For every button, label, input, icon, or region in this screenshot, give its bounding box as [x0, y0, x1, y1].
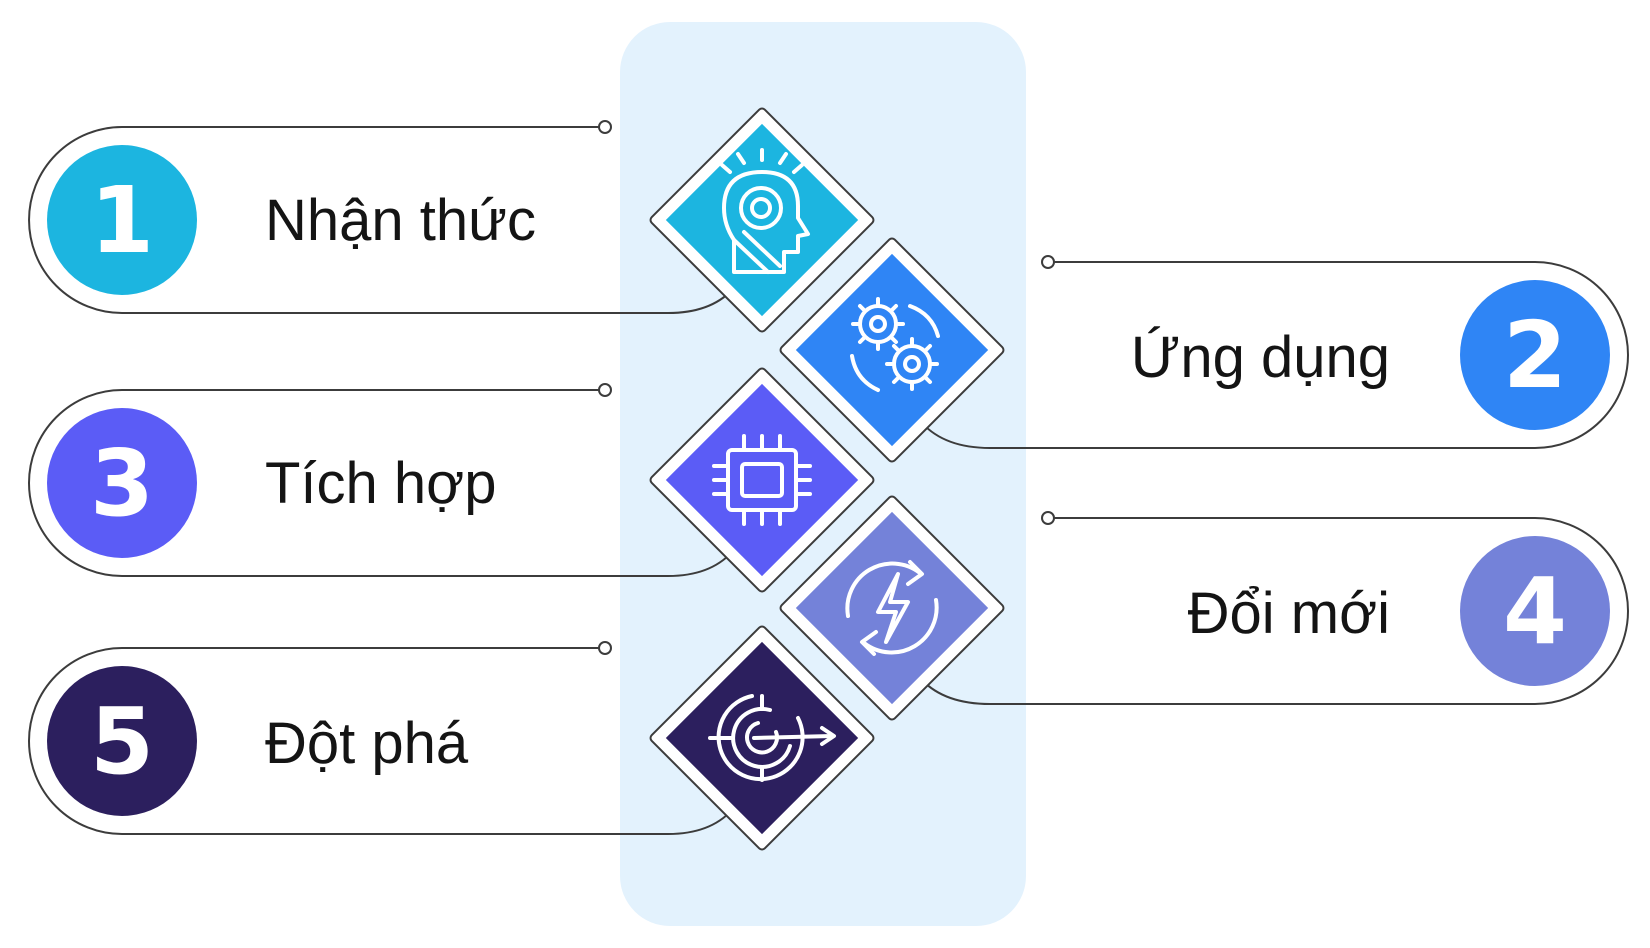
- step-1-label: Nhận thức: [265, 188, 536, 253]
- step-3-label: Tích hợp: [265, 451, 496, 516]
- step-1-number: 1: [90, 167, 154, 274]
- step-1-outline: [28, 126, 733, 314]
- step-3-connector-dot: [598, 383, 612, 397]
- step-3-outline: [28, 389, 733, 577]
- step-3: 3 Tích hợp: [28, 367, 875, 593]
- step-2-number-circle: [1460, 280, 1610, 430]
- step-5-number: 5: [90, 688, 154, 795]
- maze-arrow-icon: [708, 694, 836, 782]
- step-2-outline: [921, 261, 1629, 449]
- step-2-number: 2: [1503, 302, 1567, 409]
- step-3-number: 3: [90, 430, 154, 537]
- step-1-connector-dot: [598, 120, 612, 134]
- step-5-outline: [28, 647, 733, 835]
- step-2: 2 Ứng dụng: [779, 237, 1629, 463]
- gears-icon: [850, 297, 940, 392]
- step-2-connector-dot: [1041, 255, 1055, 269]
- step-1: 1 Nhận thức: [28, 107, 875, 333]
- chip-icon: [712, 434, 812, 526]
- step-5-connector-dot: [598, 641, 612, 655]
- step-4-outline: [921, 517, 1629, 705]
- step-1-number-circle: [47, 145, 197, 295]
- head-target-icon: [720, 148, 810, 274]
- step-1-diamond: [649, 107, 875, 333]
- step-2-diamond: [779, 237, 1005, 463]
- step-5-label: Đột phá: [265, 711, 469, 776]
- refresh-bolt-icon: [845, 560, 939, 656]
- step-3-number-circle: [47, 408, 197, 558]
- step-5-number-circle: [47, 666, 197, 816]
- step-5: 5 Đột phá: [28, 625, 875, 851]
- step-4-diamond: [779, 495, 1005, 721]
- step-3-diamond: [649, 367, 875, 593]
- step-2-label: Ứng dụng: [1131, 325, 1390, 390]
- step-4-number-circle: [1460, 536, 1610, 686]
- step-4-label: Đổi mới: [1188, 581, 1390, 646]
- step-4-number: 4: [1503, 558, 1567, 665]
- step-4-connector-dot: [1041, 511, 1055, 525]
- step-4: 4 Đổi mới: [779, 495, 1629, 721]
